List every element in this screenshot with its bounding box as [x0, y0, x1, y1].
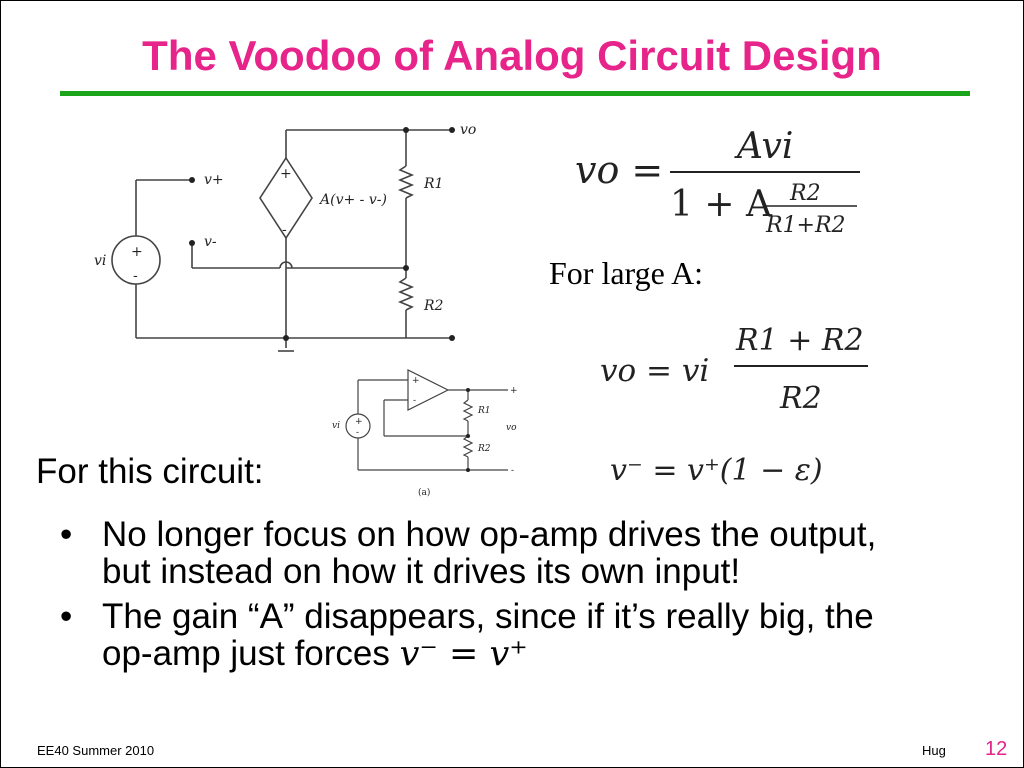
bullet-2-math: v⁻ = v⁺	[399, 634, 528, 674]
vi-label: vi	[94, 253, 106, 269]
dependent-source-label: A(v+ - v-)	[318, 192, 387, 208]
svg-text:-: -	[356, 428, 359, 438]
svg-text:-: -	[511, 466, 514, 476]
bullet-1-text: No longer focus on how op-amp drives the…	[102, 515, 877, 591]
svg-text:-: -	[413, 396, 416, 406]
title-underline	[60, 91, 970, 96]
bullet-item: • The gain “A” disappears, since if it’s…	[52, 598, 932, 673]
for-large-a-label: For large A:	[549, 255, 704, 291]
for-this-circuit-label: For this circuit:	[36, 452, 264, 491]
eq1-lhs: vo =	[575, 148, 663, 192]
svg-text:+: +	[355, 417, 363, 427]
source-minus-sign: -	[282, 222, 287, 238]
vminus-label: v-	[204, 234, 217, 250]
small-vi-label: vi	[332, 421, 340, 431]
opamp-triangle	[407, 369, 450, 411]
equation-gain-formula: vo = Avi 1 + A R2 R1+R2	[575, 126, 860, 238]
small-r1-label: R1	[477, 406, 491, 416]
page-number: 12	[985, 738, 1008, 760]
slide-title: The Voodoo of Analog Circuit Design	[142, 32, 882, 79]
small-opamp-circuit: + - + - + - vi vo R1 R2 (a)	[332, 369, 518, 498]
footer-author: Hug	[922, 743, 946, 758]
eq2-numerator: R1 + R2	[735, 323, 864, 358]
eq1-small-numerator: R2	[789, 181, 821, 206]
vi-plus-sign: +	[131, 244, 143, 260]
eq1-numerator: Avi	[734, 126, 793, 167]
large-circuit-diagram: + - + - vo v+ v- vi A(v+ - v-) R1 R2	[94, 122, 476, 352]
bullet-2-text: The gain “A” disappears, since if it’s r…	[102, 597, 874, 673]
small-r2-label: R2	[477, 444, 491, 454]
small-vo-label: vo	[506, 423, 517, 433]
eq1-denominator-prefix: 1 + A	[670, 184, 773, 225]
source-plus-sign: +	[280, 166, 292, 182]
small-caption: (a)	[418, 487, 430, 498]
equation-large-a: vo = vi R1 + R2 R2	[600, 323, 868, 416]
eq2-denominator: R2	[779, 381, 822, 416]
bullet-dot: •	[60, 597, 73, 636]
r2-label: R2	[423, 298, 444, 314]
svg-text:+: +	[412, 376, 420, 386]
svg-text:+: +	[510, 386, 518, 396]
equation-error: v⁻ = v⁺(1 − ε)	[610, 453, 823, 488]
footer-course: EE40 Summer 2010	[37, 743, 155, 758]
bullet-item: • No longer focus on how op-amp drives t…	[52, 516, 932, 590]
bullet-dot: •	[60, 515, 73, 554]
r1-label: R1	[423, 176, 443, 192]
vplus-label: v+	[204, 172, 224, 188]
bullet-list: • No longer focus on how op-amp drives t…	[52, 516, 932, 681]
vo-label: vo	[460, 122, 476, 138]
vi-minus-sign: -	[133, 268, 138, 284]
eq2-lhs: vo = vi	[600, 353, 709, 389]
eq3-text: v⁻ = v⁺(1 − ε)	[610, 453, 823, 488]
eq1-small-denominator: R1+R2	[765, 213, 846, 238]
